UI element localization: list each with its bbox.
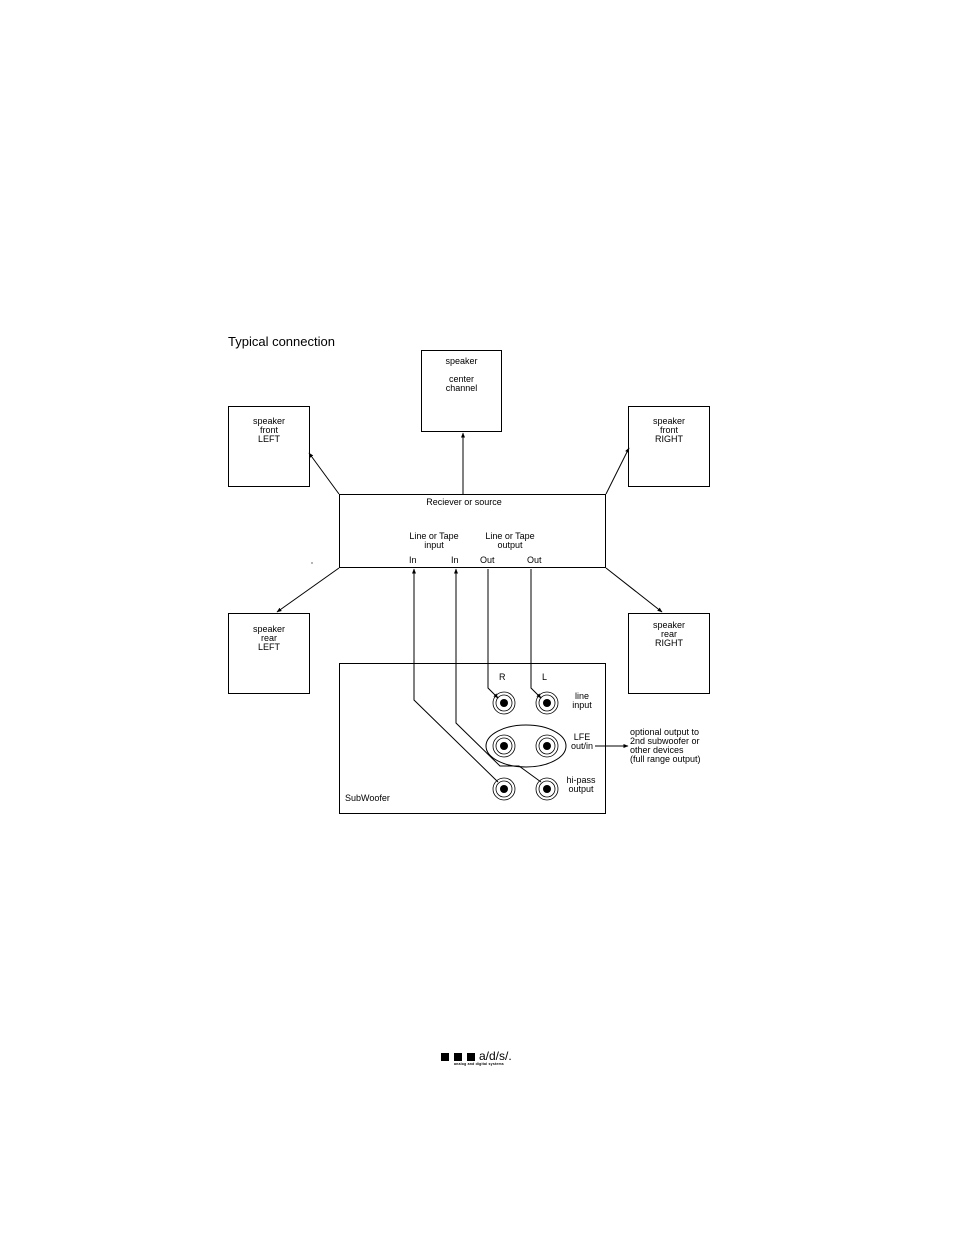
wire-out-to-l xyxy=(530,569,542,699)
speaker-rear-left-label: speaker rear LEFT xyxy=(252,624,286,652)
diagram-title: Typical connection xyxy=(228,334,335,349)
speaker-front-left-label: speaker front LEFT xyxy=(252,416,286,444)
optional-output-note: optional output to 2nd subwoofer or othe… xyxy=(630,727,701,764)
speaker-center-label: speaker center channel xyxy=(445,356,478,393)
subwoofer-lfe-label: LFE out/in xyxy=(570,732,594,751)
wire-to-front-left xyxy=(308,452,340,495)
receiver-in-1: In xyxy=(409,555,417,565)
subwoofer-hipass-label: hi-pass output xyxy=(566,775,596,794)
wire-hipass-r-to-in xyxy=(412,568,499,783)
receiver-in-2: In xyxy=(451,555,459,565)
speaker-front-right-label: speaker front RIGHT xyxy=(652,416,686,444)
speaker-center-box xyxy=(421,350,502,432)
jack-line-input-r xyxy=(492,691,516,715)
jack-line-input-l xyxy=(535,691,559,715)
wire-to-rear-left xyxy=(276,567,340,613)
jack-lfe-r xyxy=(492,734,516,758)
wire-hipass-l-to-in xyxy=(454,568,542,783)
subwoofer-l-label: L xyxy=(542,672,548,682)
speaker-rear-left-box xyxy=(228,613,310,694)
jack-hipass-r xyxy=(492,777,516,801)
wire-to-rear-right xyxy=(605,567,663,613)
receiver-title: Reciever or source xyxy=(426,497,502,507)
speaker-front-left-box xyxy=(228,406,310,487)
receiver-box xyxy=(339,494,606,568)
receiver-out-1: Out xyxy=(480,555,495,565)
wire-to-front-right xyxy=(605,447,630,495)
subwoofer-r-label: R xyxy=(499,672,506,682)
logo-tagline: analog and digital systems xyxy=(454,1062,504,1066)
receiver-out-2: Out xyxy=(527,555,542,565)
speaker-front-right-box xyxy=(628,406,710,487)
ads-logo: a/d/s/. analog and digital systems xyxy=(440,1049,520,1070)
logo-square-3 xyxy=(467,1053,475,1061)
receiver-line-output-label: Line or Tape output xyxy=(485,531,535,550)
logo-square-1 xyxy=(441,1053,449,1061)
stray-dot xyxy=(311,562,313,564)
lfe-group-ellipse xyxy=(485,724,567,768)
subwoofer-line-input-label: line input xyxy=(572,691,592,710)
speaker-rear-right-label: speaker rear RIGHT xyxy=(652,620,686,648)
speaker-rear-right-box xyxy=(628,613,710,694)
subwoofer-label: SubWoofer xyxy=(345,793,390,803)
jack-hipass-l xyxy=(535,777,559,801)
wire-out-to-r xyxy=(487,569,499,699)
logo-square-2 xyxy=(454,1053,462,1061)
receiver-line-input-label: Line or Tape input xyxy=(409,531,459,550)
logo-brand: a/d/s/. xyxy=(479,1049,512,1063)
jack-lfe-l xyxy=(535,734,559,758)
